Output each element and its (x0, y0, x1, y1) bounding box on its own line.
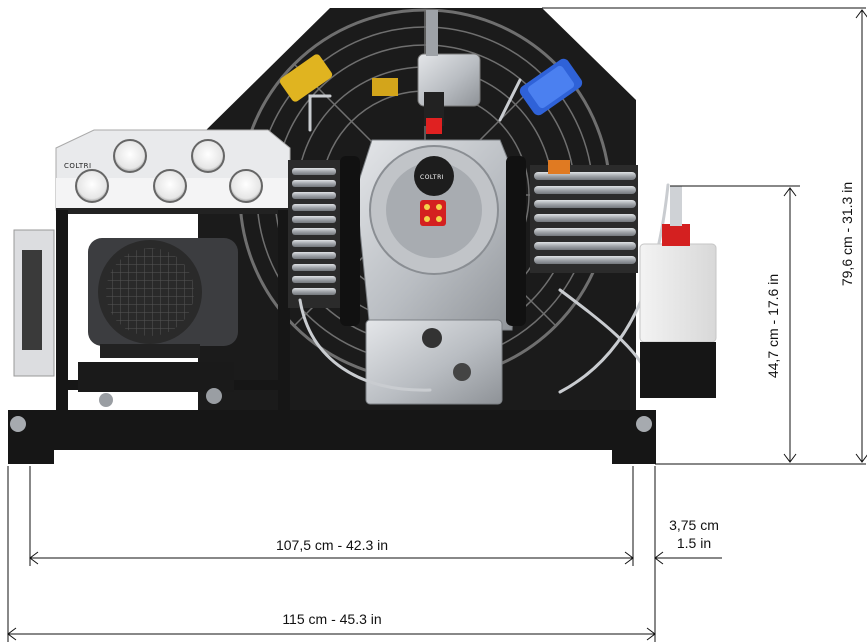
inner-width-label: 107,5 cm - 42.3 in (276, 537, 388, 553)
crankcase-logo: COLTRI (420, 174, 444, 181)
crankcase-base (365, 319, 503, 405)
filter-cartridge (340, 156, 360, 326)
pressure-gauge-icon (153, 169, 187, 203)
blue-valve-icon (519, 58, 583, 116)
lifting-eye-icon (10, 416, 26, 432)
crankcase-badge-icon (414, 156, 454, 196)
inner-height-label: 44,7 cm - 17.6 in (765, 274, 781, 378)
filter-cartridge (506, 156, 526, 326)
total-height-dimension (855, 9, 867, 463)
gauge-panel-logo: COLTRI (64, 162, 92, 170)
gauge-panel: COLTRI (55, 129, 291, 214)
electric-motor (78, 238, 238, 407)
red-valve-icon (426, 118, 442, 134)
oil-fill-cap-icon (420, 200, 446, 226)
right-cooler-coil (530, 160, 638, 273)
compressor-machine: COLTRI (8, 8, 717, 464)
side-offset-dimension (654, 551, 722, 565)
side-offset-cm-label: 3,75 cm (669, 517, 719, 533)
inner-height-dimension (783, 187, 797, 463)
lifting-eye-icon (636, 416, 652, 432)
condensate-tank (639, 186, 717, 398)
pressure-gauge-icon (113, 139, 147, 173)
yellow-valve-icon (279, 54, 398, 102)
left-cooler-coil (288, 160, 340, 308)
base-skid (8, 410, 656, 464)
orange-valve-icon (548, 160, 570, 174)
pressure-gauge-icon (75, 169, 109, 203)
compressor-block: COLTRI (355, 139, 521, 331)
tank-cap-icon (662, 224, 690, 246)
pressure-gauge-icon (191, 139, 225, 173)
pressure-gauge-icon (229, 169, 263, 203)
total-width-label: 115 cm - 45.3 in (282, 611, 381, 627)
side-offset-in-label: 1.5 in (677, 535, 711, 551)
inner-width-dimension (29, 551, 634, 565)
total-width-dimension (7, 627, 656, 641)
total-height-label: 79,6 cm - 31.3 in (839, 182, 855, 286)
oil-sight-glass-icon (422, 328, 442, 348)
dimension-lines (7, 7, 867, 642)
